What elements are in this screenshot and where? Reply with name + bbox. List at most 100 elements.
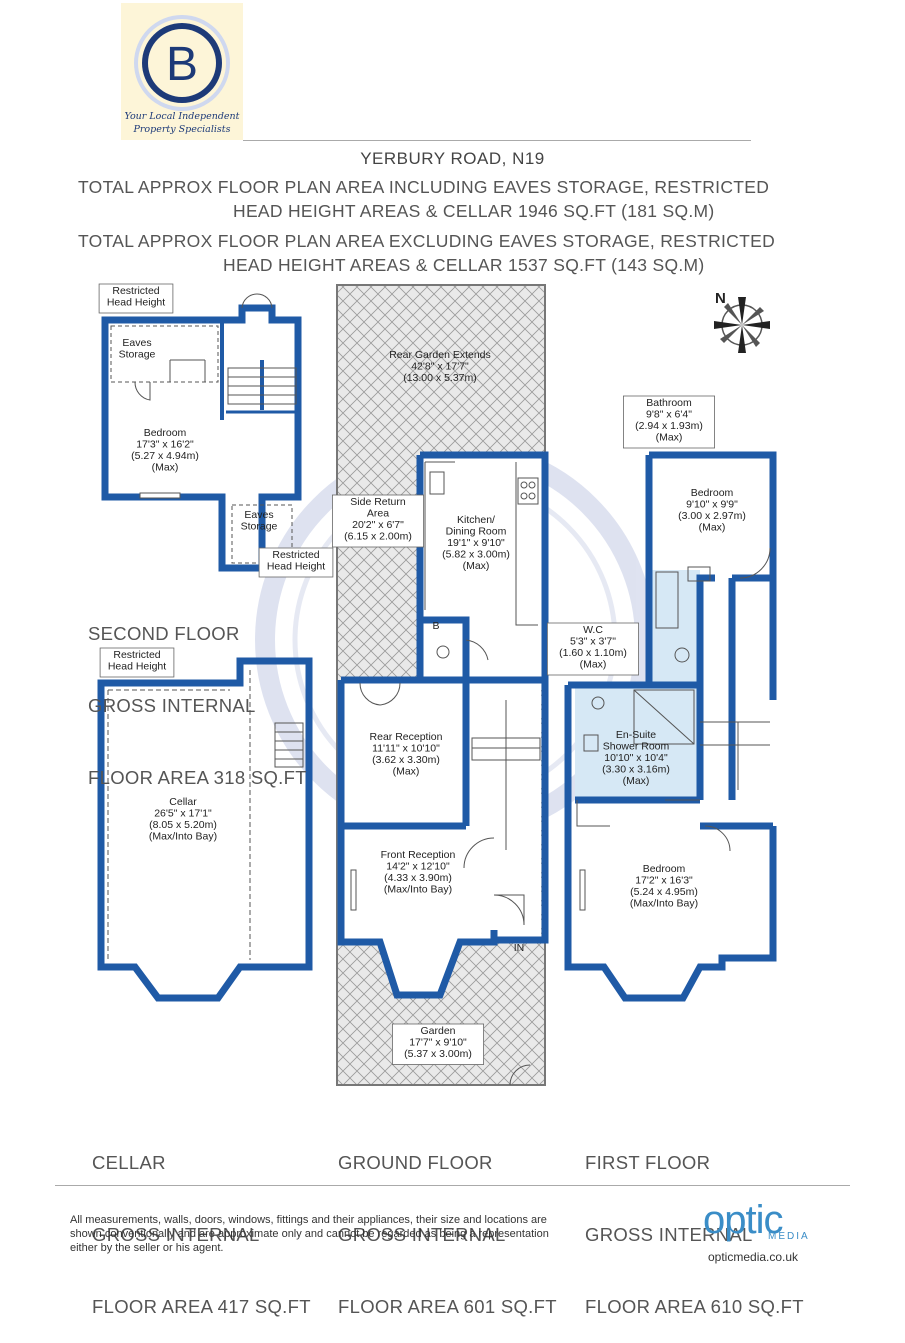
room-label-line: 5'3" x 3'7" [570, 636, 616, 648]
room-label-line: Bathroom [646, 397, 692, 409]
room-label-line: Rear Garden Extends [389, 349, 491, 361]
room-label-line: (Max/Into Bay) [384, 884, 452, 896]
cellar-floor-line-2: GROSS INTERNAL [92, 1224, 260, 1245]
second-floor-line-1: SECOND FLOOR [88, 623, 240, 644]
room-label-line: 11'11" x 10'10" [372, 743, 440, 755]
room-label-line: Restricted [112, 285, 159, 297]
room-label-line: (Max) [152, 462, 179, 474]
compass-north-label: N [715, 290, 726, 307]
room-label-line: Side Return [350, 496, 406, 508]
room-label-line: 17'3" x 16'2" [136, 439, 194, 451]
room-label-line: Bedroom [144, 427, 187, 439]
room-label-line: (8.05 x 5.20m) [149, 819, 217, 831]
room-label-line: 14'2" x 12'10" [386, 861, 450, 873]
ground-floor-plan [336, 284, 549, 1086]
room-label-line: En-Suite [616, 729, 656, 741]
room-label-line: Shower Room [603, 741, 670, 753]
room-label-line: 17'2" x 16'3" [635, 875, 693, 887]
disclaimer-line-3: either by the seller or his agent. [70, 1242, 224, 1254]
cellar-floor-line-1: CELLAR [92, 1152, 166, 1173]
property-address: YERBURY ROAD, N19 [360, 149, 545, 168]
room-label-line: (5.82 x 3.00m) [442, 549, 510, 561]
header-divider [243, 140, 751, 141]
room-label-line: (Max) [580, 659, 607, 671]
second-floor-details [110, 293, 297, 564]
room-label-line: (4.33 x 3.90m) [384, 872, 452, 884]
logo-tagline-1: Your Local Independent [124, 111, 240, 122]
room-label-wc: W.C5'3" x 3'7"(1.60 x 1.10m)(Max) [547, 622, 640, 676]
footer-divider [55, 1185, 850, 1186]
room-label-line: (1.60 x 1.10m) [559, 647, 627, 659]
logo-emblem: B [134, 15, 230, 111]
first-floor-line-3: FLOOR AREA 610 SQ.FT [585, 1296, 804, 1317]
ground-floor-line-1: GROUND FLOOR [338, 1152, 493, 1173]
logo-tagline-2: Property Specialists [133, 124, 231, 135]
room-label-line: (3.30 x 3.16m) [602, 764, 670, 776]
room-label-line: Bedroom [691, 487, 734, 499]
first-floor-line-2: GROSS INTERNAL [585, 1224, 753, 1245]
first-floor-plan [564, 451, 777, 1002]
room-label-line: 26'5" x 17'1" [154, 808, 212, 820]
room-label-boiler: B [432, 620, 439, 632]
optic-media-url: opticmedia.co.uk [708, 1250, 799, 1264]
room-label-line: (3.62 x 3.30m) [372, 754, 440, 766]
room-label-line: 20'2" x 6'7" [352, 519, 404, 531]
floor-plan-drawing: B [97, 283, 777, 1086]
total-area-excluding-line-2: HEAD HEIGHT AREAS & CELLAR 1537 SQ.FT (1… [223, 255, 705, 275]
room-label-line: 9'8" x 6'4" [646, 409, 692, 421]
room-label-line: Cellar [169, 796, 197, 808]
total-area-including-line-1: TOTAL APPROX FLOOR PLAN AREA INCLUDING E… [78, 177, 770, 197]
ground-floor-line-3: FLOOR AREA 601 SQ.FT [338, 1296, 557, 1317]
room-label-line: (13.00 x 5.37m) [403, 372, 477, 384]
room-label-line: W.C [583, 624, 603, 636]
room-label-line: Front Reception [381, 849, 456, 861]
room-label-line: (6.15 x 2.00m) [344, 531, 412, 543]
first-floor-line-1: FIRST FLOOR [585, 1152, 711, 1173]
room-label-line: (Max/Into Bay) [149, 831, 217, 843]
agency-logo: B Your Local Independent Property Specia… [121, 3, 243, 140]
room-label-line: Head Height [267, 561, 325, 573]
second-floor-line-2: GROSS INTERNAL [88, 695, 256, 716]
disclaimer-line-2: shown conventionally and are approximate… [70, 1228, 549, 1240]
room-label-line: (Max) [463, 560, 490, 572]
room-label-line: (5.24 x 4.95m) [630, 886, 698, 898]
room-label-line: Dining Room [446, 526, 507, 538]
room-label-line: Eaves [244, 509, 273, 521]
room-label-line: 19'1" x 9'10" [447, 537, 505, 549]
room-label-entrance: IN [514, 942, 525, 954]
compass-icon [714, 297, 770, 353]
room-label-line: (Max) [656, 432, 683, 444]
room-label-line: (Max/Into Bay) [630, 898, 698, 910]
ground-floor-line-2: GROSS INTERNAL [338, 1224, 506, 1245]
room-label-line: (Max) [393, 766, 420, 778]
optic-media-sub: MEDIA [768, 1231, 810, 1242]
total-area-excluding-line-1: TOTAL APPROX FLOOR PLAN AREA EXCLUDING E… [78, 231, 776, 251]
room-label-line: Area [367, 508, 389, 520]
room-label-line: Kitchen/ [457, 514, 495, 526]
room-label-line: (Max) [623, 775, 650, 787]
room-label-line: 10'10" x 10'4" [604, 752, 668, 764]
cellar-plan [97, 657, 313, 1002]
disclaimer: All measurements, walls, doors, windows,… [70, 1213, 630, 1255]
room-label-line: (5.37 x 3.00m) [404, 1048, 472, 1060]
total-area-including-line-2: HEAD HEIGHT AREAS & CELLAR 1946 SQ.FT (1… [233, 201, 715, 221]
optic-media-logo: optic [703, 1198, 783, 1242]
second-floor-line-3: FLOOR AREA 318 SQ.FT [88, 767, 307, 788]
room-label-line: (2.94 x 1.93m) [635, 420, 703, 432]
room-label-line: Restricted [113, 649, 160, 661]
room-label-line: (5.27 x 4.94m) [131, 450, 199, 462]
